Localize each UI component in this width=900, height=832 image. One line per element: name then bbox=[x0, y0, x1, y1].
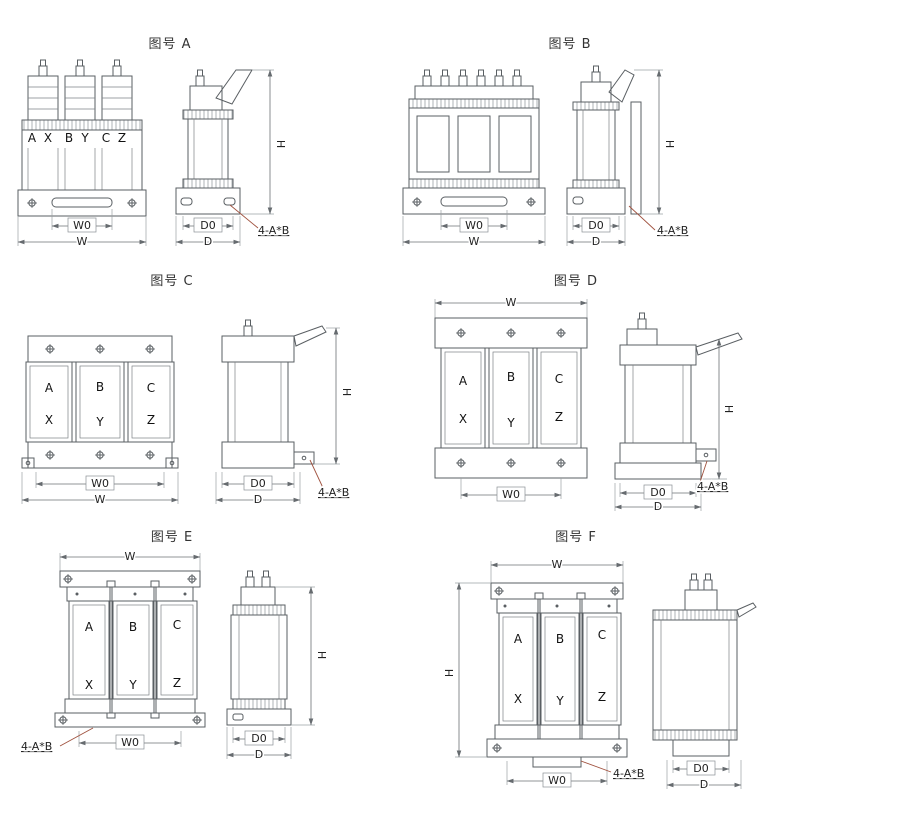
figure-d-title: 图号 D bbox=[553, 274, 599, 289]
terminal-b-label: B bbox=[507, 370, 515, 384]
figure-d-front-view: W A X B Y C Z W0 bbox=[434, 295, 588, 503]
dim-w-label: W bbox=[469, 235, 480, 248]
mounting-holes-label: 4-A*B bbox=[318, 486, 349, 499]
terminal-x-label: X bbox=[85, 678, 93, 692]
dim-w-label: W bbox=[77, 235, 88, 248]
terminal-y-label: Y bbox=[555, 694, 564, 708]
dim-d0-label: D0 bbox=[650, 486, 665, 499]
figure-d-drawing: W A X B Y C Z W0 bbox=[434, 295, 743, 515]
terminal-a-label: A bbox=[45, 381, 54, 395]
figure-a-side-view: D0 D H 4-A*B bbox=[175, 69, 291, 250]
dim-d0-label: D0 bbox=[588, 219, 603, 232]
mounting-holes-label: 4-A*B bbox=[613, 767, 644, 780]
figure-b-title: 图号 B bbox=[548, 37, 592, 52]
dim-w0-label: W0 bbox=[465, 219, 483, 232]
figure-b-drawing: W0 W D0 D H 4-A*B bbox=[402, 65, 690, 250]
figure-e-title: 图号 E bbox=[150, 530, 194, 545]
figure-c-front-view: A X B Y C Z W0 W bbox=[21, 335, 179, 508]
dim-d-label: D bbox=[254, 493, 262, 506]
terminal-z-label: Z bbox=[598, 690, 606, 704]
dim-d0-label: D0 bbox=[251, 732, 266, 745]
figure-f-drawing: W A B C X Y Z H W0 bbox=[442, 557, 757, 793]
dim-h-label: H bbox=[663, 140, 676, 148]
terminal-a-label: A bbox=[459, 374, 468, 388]
dim-d-label: D bbox=[654, 500, 662, 513]
figure-d-side-view: D0 D H 4-A*B bbox=[614, 312, 743, 515]
figure-b-front-view: W0 W bbox=[402, 69, 546, 250]
terminal-z-label: Z bbox=[173, 676, 181, 690]
dim-w-label: W bbox=[506, 296, 517, 309]
dim-w0-label: W0 bbox=[73, 219, 91, 232]
terminal-a-label: A bbox=[28, 131, 37, 145]
dim-w0-label: W0 bbox=[121, 736, 139, 749]
figure-e-drawing: W A B C X Y Z W0 4-A*B bbox=[20, 549, 330, 763]
dim-d-label: D bbox=[700, 778, 708, 791]
figure-a-drawing: A X B Y C Z W0 W bbox=[17, 59, 291, 250]
terminal-b-label: B bbox=[129, 620, 137, 634]
terminal-c-label: C bbox=[173, 618, 181, 632]
terminal-b-label: B bbox=[556, 632, 564, 646]
terminal-y-label: Y bbox=[95, 415, 104, 429]
dim-d-label: D bbox=[204, 235, 212, 248]
dim-d0-label: D0 bbox=[250, 477, 265, 490]
figure-a-title: 图号 A bbox=[148, 37, 192, 52]
mounting-holes-label: 4-A*B bbox=[657, 224, 688, 237]
figure-c-drawing: A X B Y C Z W0 W bbox=[21, 319, 355, 508]
dim-d-label: D bbox=[255, 748, 263, 761]
dim-h-label: H bbox=[443, 669, 456, 677]
terminal-y-label: Y bbox=[80, 131, 89, 145]
terminal-a-label: A bbox=[514, 632, 523, 646]
terminal-x-label: X bbox=[459, 412, 467, 426]
terminal-c-label: C bbox=[147, 381, 155, 395]
terminal-a-label: A bbox=[85, 620, 94, 634]
terminal-z-label: Z bbox=[555, 410, 563, 424]
figure-f-title: 图号 F bbox=[555, 530, 597, 545]
terminal-z-label: Z bbox=[147, 413, 155, 427]
figure-c-side-view: D0 D H 4-A*B bbox=[215, 319, 355, 508]
figure-b-side-view: D0 D H 4-A*B bbox=[566, 65, 690, 250]
figure-c-title: 图号 C bbox=[150, 274, 194, 289]
dim-d0-label: D0 bbox=[200, 219, 215, 232]
figure-f-front-view: W A B C X Y Z H W0 bbox=[442, 557, 646, 789]
terminal-c-label: C bbox=[555, 372, 563, 386]
figure-f-side-view: D0 D bbox=[652, 573, 757, 793]
mounting-holes-label: 4-A*B bbox=[697, 480, 728, 493]
terminal-x-label: X bbox=[44, 131, 52, 145]
dim-w-label: W bbox=[552, 558, 563, 571]
terminal-c-label: C bbox=[598, 628, 606, 642]
dim-w0-label: W0 bbox=[91, 477, 109, 490]
terminal-b-label: B bbox=[96, 380, 104, 394]
dim-w0-label: W0 bbox=[502, 488, 520, 501]
terminal-x-label: X bbox=[45, 413, 53, 427]
dim-w-label: W bbox=[95, 493, 106, 506]
dim-h-label: H bbox=[315, 651, 328, 659]
dim-h-label: H bbox=[722, 405, 735, 413]
figure-e-side-view: D0 D H bbox=[226, 570, 330, 763]
terminal-b-label: B bbox=[65, 131, 73, 145]
dim-d-label: D bbox=[592, 235, 600, 248]
dim-w-label: W bbox=[125, 550, 136, 563]
terminal-y-label: Y bbox=[506, 416, 515, 430]
terminal-y-label: Y bbox=[128, 678, 137, 692]
figure-e-front-view: W A B C X Y Z W0 4-A*B bbox=[20, 549, 206, 755]
terminal-c-label: C bbox=[102, 131, 110, 145]
terminal-x-label: X bbox=[514, 692, 522, 706]
dim-w0-label: W0 bbox=[548, 774, 566, 787]
dim-h-label: H bbox=[274, 140, 287, 148]
dim-h-label: H bbox=[340, 388, 353, 396]
dim-d0-label: D0 bbox=[693, 762, 708, 775]
terminal-z-label: Z bbox=[118, 131, 126, 145]
figure-a-front-view: A X B Y C Z W0 W bbox=[17, 59, 147, 250]
mounting-holes-label: 4-A*B bbox=[21, 740, 52, 753]
mounting-holes-label: 4-A*B bbox=[258, 224, 289, 237]
